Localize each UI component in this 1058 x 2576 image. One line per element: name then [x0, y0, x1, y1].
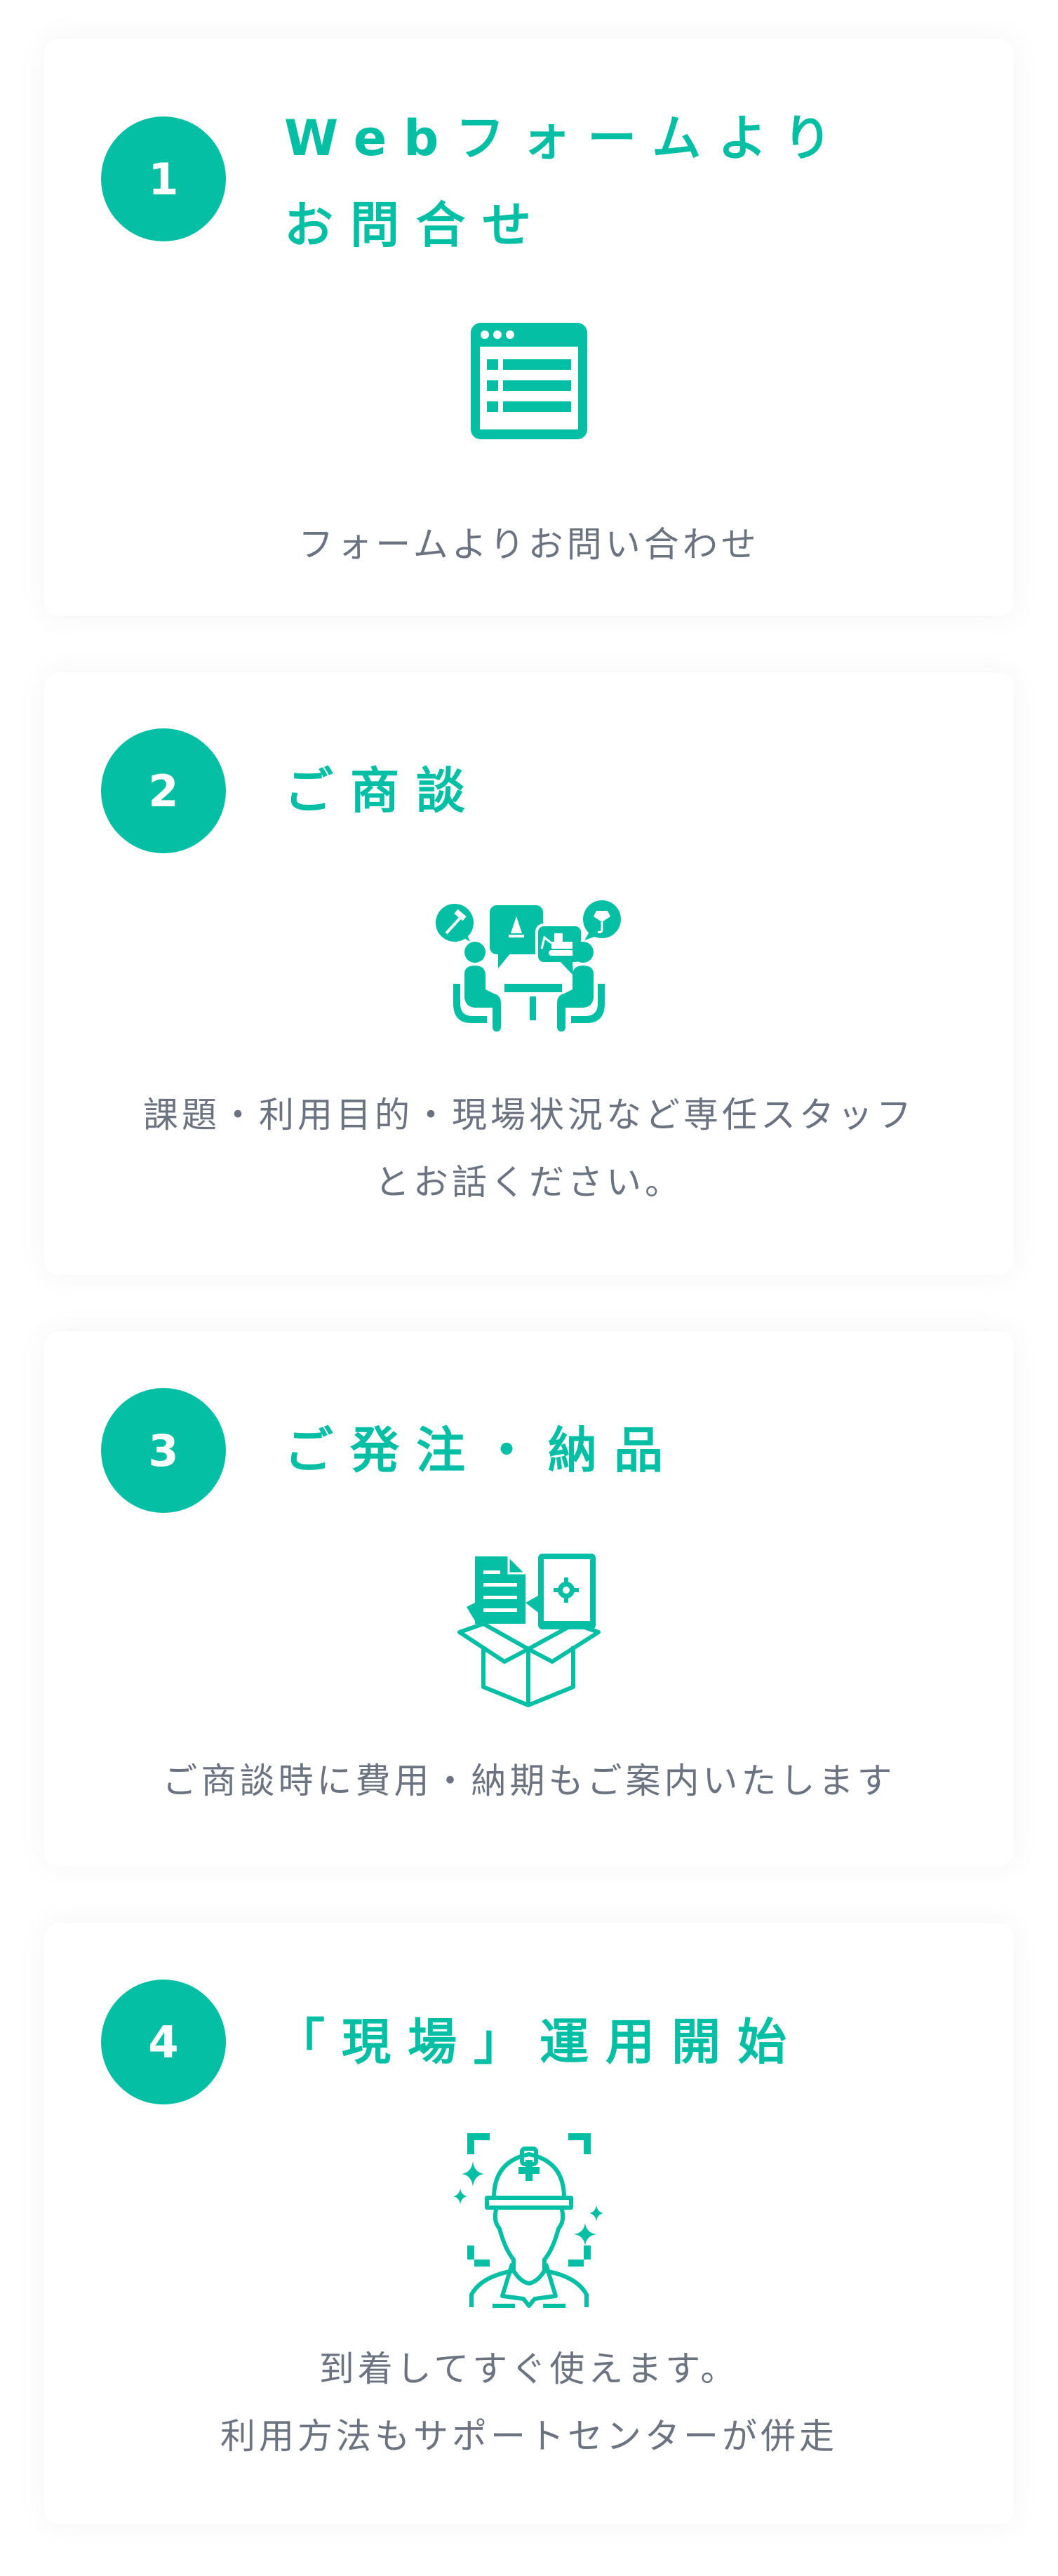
step-description-line: とお話ください。 [375, 1162, 683, 1203]
step-card-3: 3 ご発注・納品 [44, 1331, 1014, 1866]
step-description: フォームよりお問い合わせ [72, 511, 986, 578]
step-number-badge: 1 [101, 116, 226, 241]
step-title: 「現場」運用開始 [276, 2013, 803, 2071]
step-card-1: 1 Webフォームよりお問合せ フォームよりお問い合わせ [44, 39, 1014, 616]
step-description-line: ご商談時に費用・納期もご案内いたします [162, 1761, 896, 1801]
step-description: 課題・利用目的・現場状況など専任スタッフ とお話ください。 [72, 1081, 986, 1216]
step-title: ご発注・納品 [284, 1422, 680, 1479]
step-description-line: 到着してすぐ使えます。 [319, 2349, 739, 2389]
step-description-line: フォームよりお問い合わせ [298, 524, 760, 565]
order-delivery-box-icon [44, 1554, 1014, 1708]
meeting-icon [44, 898, 1014, 1032]
step-title: ご商談 [284, 762, 482, 820]
step-description-line: 利用方法もサポートセンターが併走 [220, 2416, 838, 2457]
step-title: Webフォームよりお問合せ [284, 109, 849, 254]
step-description: 到着してすぐ使えます。 利用方法もサポートセンターが併走 [72, 2335, 986, 2470]
step-number-badge: 2 [101, 728, 226, 853]
step-description: ご商談時に費用・納期もご案内いたします [72, 1747, 986, 1815]
step-number-badge: 3 [101, 1388, 226, 1513]
construction-worker-icon [44, 2133, 1014, 2309]
step-description-line: 課題・利用目的・現場状況など専任スタッフ [143, 1095, 915, 1135]
web-form-icon [44, 323, 1014, 439]
step-card-4: 4 「現場」運用開始 [44, 1923, 1014, 2524]
step-card-2: 2 ご商談 [44, 672, 1014, 1275]
step-number-badge: 4 [101, 1980, 226, 2104]
